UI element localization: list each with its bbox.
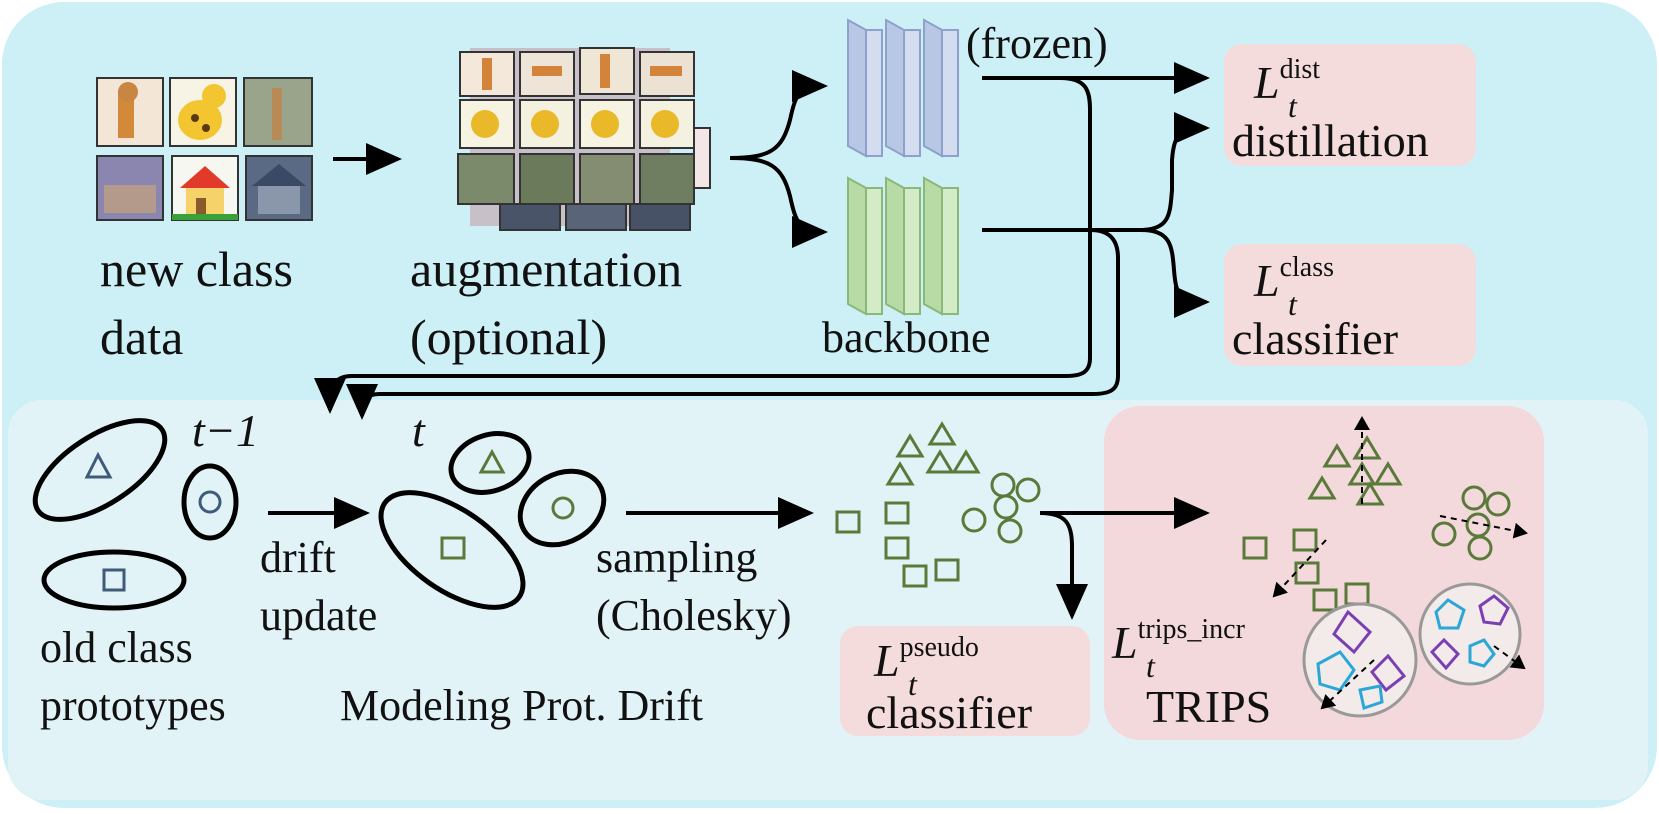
loss-box-class [1224, 244, 1476, 366]
loss-box-pseudo [840, 626, 1090, 736]
backbone-label: backbone [822, 313, 991, 362]
t-minus-1-label: t−1 [192, 405, 259, 456]
arrow-backbone-to-class [1139, 228, 1210, 318]
trips-squares [1242, 528, 1370, 612]
loss-pseudo-sub: t [908, 666, 917, 702]
frozen-backbone [847, 18, 959, 158]
augmentation-label-1: augmentation [410, 241, 683, 297]
old-class-label-2: prototypes [40, 681, 226, 730]
modeling-label: Modeling Prot. Drift [340, 681, 703, 730]
old-class-label-1: old class [40, 623, 193, 672]
loss-pseudo-symbol: Lpseudo [874, 632, 979, 686]
t-label: t [412, 405, 425, 456]
loss-trips-symbol: Ltrips_incr [1112, 614, 1245, 668]
circle-icon [551, 496, 575, 520]
loss-class-symbol: Lclass [1254, 252, 1335, 306]
triangle-icon [478, 448, 506, 474]
arrow-backbone-to-bottom [346, 228, 1120, 420]
sampled-points [835, 421, 1041, 588]
loss-dist-sub: t [1288, 88, 1297, 124]
triangle-icon [84, 451, 113, 479]
trips-cluster-right [1418, 582, 1526, 686]
arrow-backbone-to-losses [982, 112, 1210, 232]
trips-push-arrow [1272, 539, 1327, 598]
loss-class-name: classifier [1232, 313, 1399, 364]
arrow-samples-to-pseudo [1039, 511, 1088, 620]
loss-pseudo-name: classifier [866, 687, 1033, 738]
trips-cluster-left [1302, 602, 1418, 718]
circle-icon [198, 490, 222, 514]
frozen-label: (frozen) [966, 19, 1108, 68]
fork-to-backbone [729, 156, 828, 248]
new-class-label-2: data [100, 309, 184, 365]
arrow-frozen-to-bottom [314, 76, 1092, 414]
loss-class-sub: t [1288, 286, 1297, 322]
augmentation-grid [457, 47, 711, 231]
loss-trips-name: TRIPS [1146, 681, 1272, 732]
loss-box-dist [1224, 44, 1476, 166]
square-icon [102, 568, 126, 592]
drift-label-2: update [260, 591, 378, 640]
new-prototypes [378, 431, 607, 610]
new-class-label-1: new class [100, 241, 293, 297]
loss-dist-symbol: Ldist [1254, 54, 1321, 108]
new-class-thumbnails [96, 77, 313, 221]
loss-trips-sub: t [1146, 648, 1155, 684]
old-prototypes [32, 418, 239, 611]
fork-to-frozen [729, 70, 828, 160]
sampling-label-2: (Cholesky) [596, 591, 792, 640]
loss-dist-name: distillation [1232, 115, 1429, 166]
sampling-label-1: sampling [596, 533, 758, 582]
trips-push-arrow [1439, 515, 1528, 539]
drift-label-1: drift [260, 533, 336, 582]
square-icon [440, 536, 466, 560]
trainable-backbone [847, 176, 959, 316]
augmentation-label-2: (optional) [410, 309, 608, 365]
